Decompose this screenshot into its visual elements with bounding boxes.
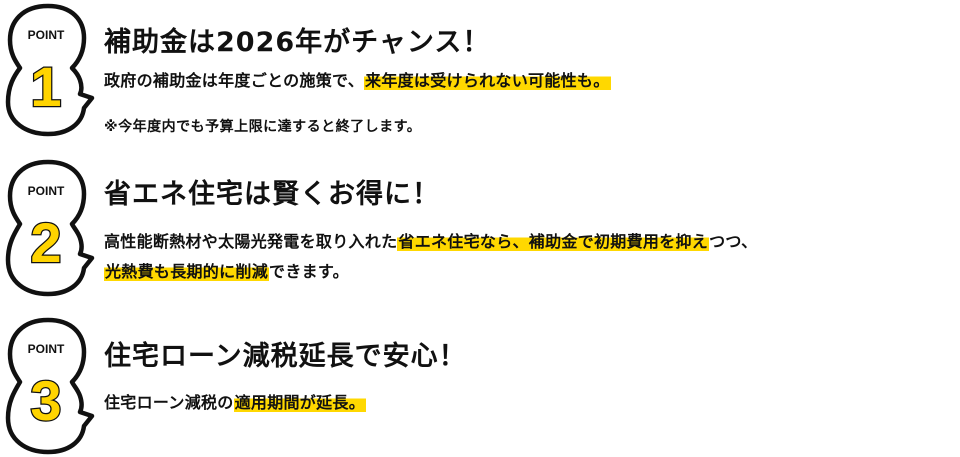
point-title: 補助金は2026年がチャンス！ — [104, 27, 491, 58]
point-label: POINT — [28, 184, 65, 198]
description-text: つつ、 — [709, 232, 758, 251]
point-number: 1 — [30, 55, 61, 118]
point-description: 住宅ローン減税の適用期間が延長。 — [104, 388, 367, 418]
point-title: 住宅ローン減税延長で安心！ — [104, 341, 467, 372]
point-title: 省エネ住宅は賢くお得に！ — [104, 179, 440, 210]
highlighted-text: 省エネ住宅なら、補助金で初期費用を抑え — [397, 232, 710, 251]
point-badge-1: POINT 1 — [2, 2, 98, 137]
point-badge-3: POINT 3 — [2, 316, 98, 456]
description-text: 高性能断熱材や太陽光発電を取り入れた — [104, 232, 398, 251]
description-text: 住宅ローン減税の — [104, 393, 234, 412]
highlighted-text: 来年度は受けられない可能性も。 — [364, 71, 611, 90]
point-description-line-2: 光熱費も長期的に削減できます。 — [104, 257, 349, 287]
point-number: 3 — [30, 369, 61, 432]
point-note: ※今年度内でも予算上限に達すると終了します。 — [104, 119, 422, 135]
point-badge-2: POINT 2 — [2, 158, 98, 298]
speech-bubble-icon: POINT 2 — [5, 159, 95, 297]
highlighted-text: 適用期間が延長。 — [233, 393, 367, 412]
description-text: できます。 — [269, 262, 349, 281]
speech-bubble-icon: POINT 3 — [5, 317, 95, 455]
point-number: 2 — [30, 211, 61, 274]
point-description-line-1: 高性能断熱材や太陽光発電を取り入れた省エネ住宅なら、補助金で初期費用を抑えつつ、 — [104, 227, 757, 257]
point-label: POINT — [28, 342, 65, 356]
description-text: 政府の補助金は年度ごとの施策で、 — [104, 71, 365, 90]
highlighted-text: 光熱費も長期的に削減 — [104, 262, 270, 281]
point-label: POINT — [28, 28, 65, 42]
point-description: 政府の補助金は年度ごとの施策で、来年度は受けられない可能性も。 — [104, 66, 611, 96]
speech-bubble-icon: POINT 1 — [5, 3, 95, 137]
